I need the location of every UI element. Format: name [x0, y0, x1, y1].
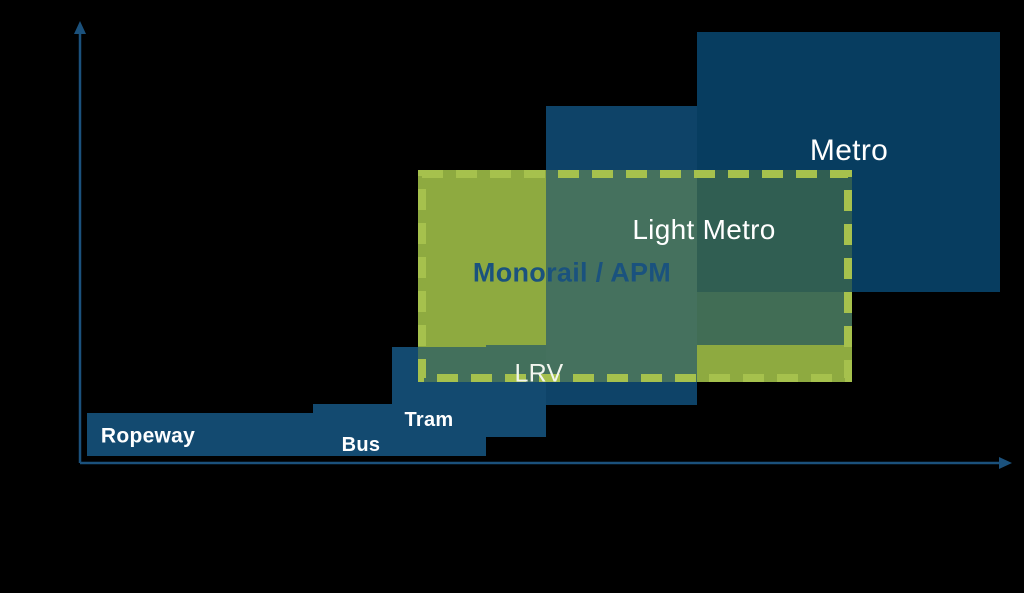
bus-box [313, 404, 392, 456]
monorail-apm-label: Monorail / APM [472, 257, 672, 288]
lrv-label: LRV [514, 359, 564, 388]
light-metro-monorail-overlap [546, 170, 697, 382]
bus-label: Bus [341, 434, 381, 456]
y-axis-arrowhead-icon [74, 21, 86, 34]
ropeway-label: Ropeway [100, 424, 196, 448]
extension-monorail-overlap [697, 292, 852, 345]
x-axis-arrowhead-icon [999, 457, 1012, 469]
monorail-dashed-border [418, 170, 852, 382]
light-metro-label: Light Metro [632, 214, 776, 245]
tram-label: Tram [404, 409, 454, 431]
ropeway-box [87, 413, 313, 456]
metro-monorail-overlap [697, 170, 852, 292]
metro-label: Metro [809, 134, 889, 167]
